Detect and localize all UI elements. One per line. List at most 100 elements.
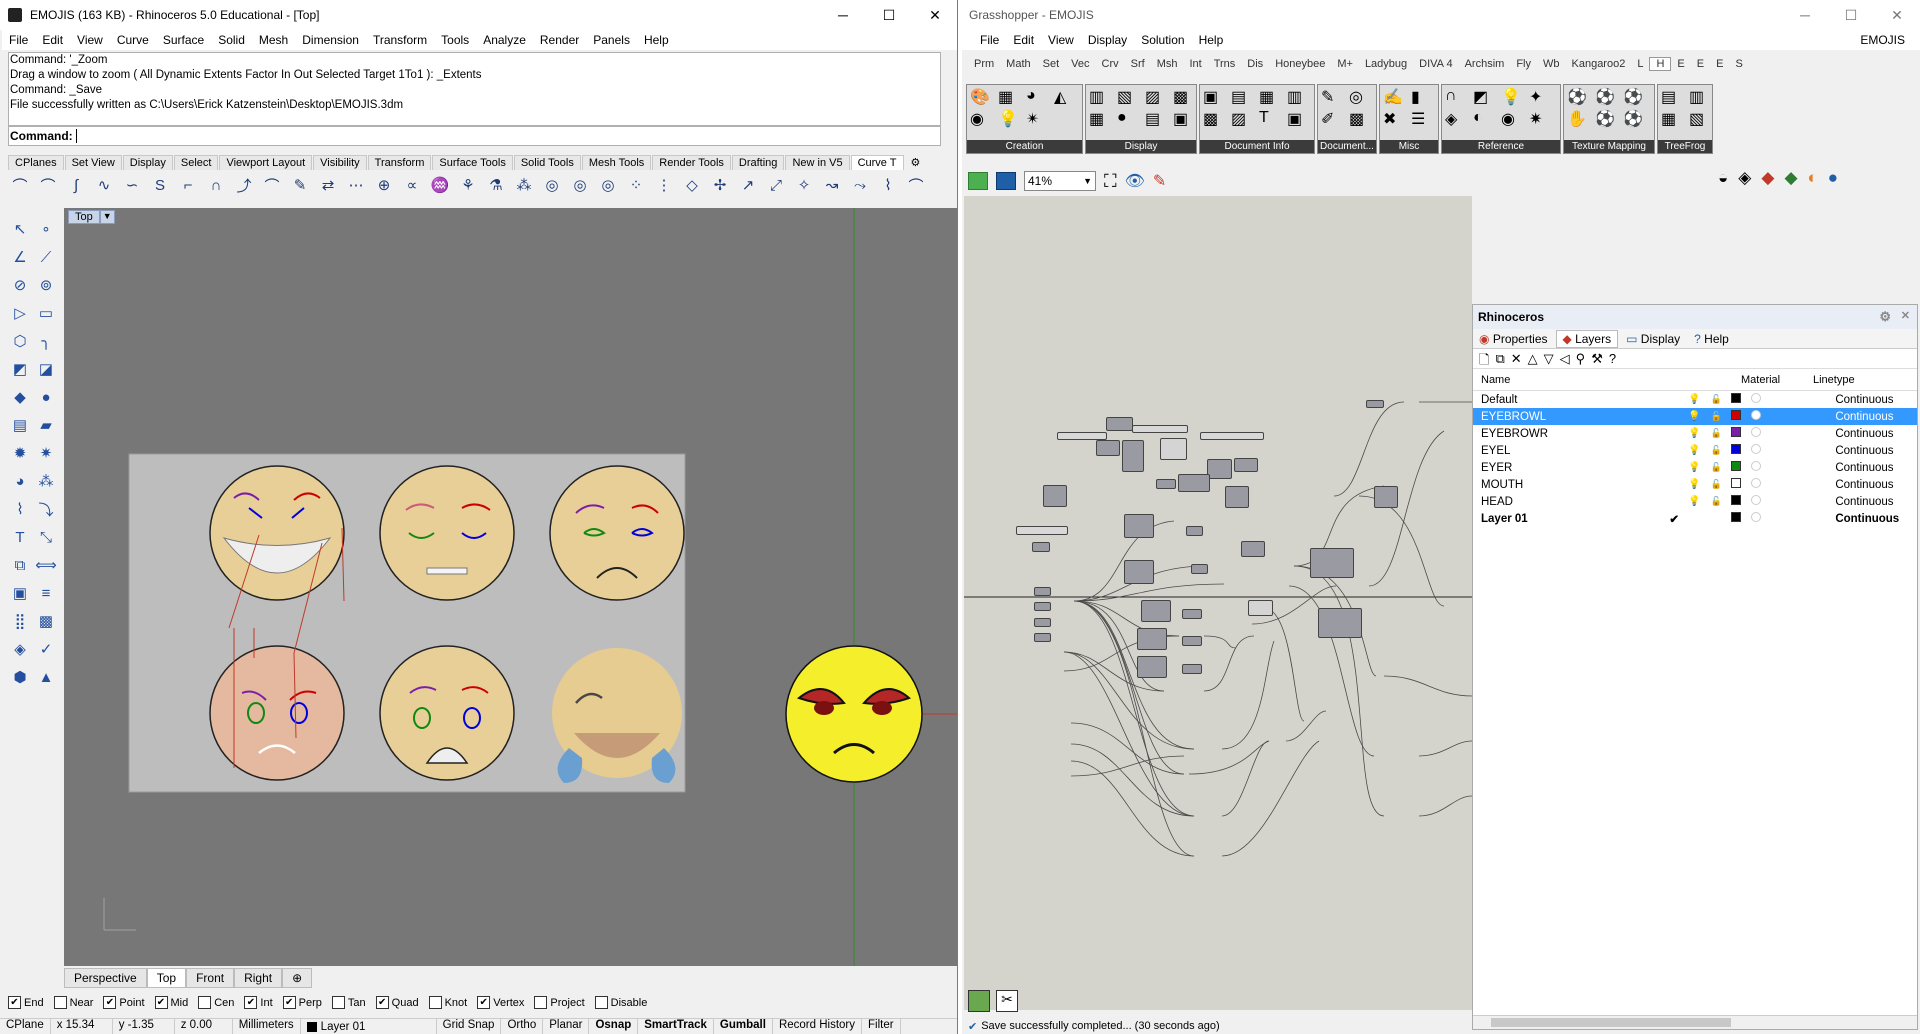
- new-sublayer-icon[interactable]: ⧉: [1495, 351, 1505, 366]
- curve-tool-icon[interactable]: ∩: [210, 176, 222, 194]
- component-icon[interactable]: ▥: [1287, 89, 1303, 106]
- layer-current-cell[interactable]: [1666, 425, 1685, 442]
- gh-tab-11[interactable]: M+: [1337, 58, 1353, 70]
- gh-component[interactable]: [1137, 656, 1167, 678]
- curve-tool-icon[interactable]: ∝: [406, 177, 418, 194]
- gh-panel[interactable]: [1160, 438, 1187, 460]
- zoom-extents-icon[interactable]: ⛶: [1104, 170, 1117, 191]
- hatch-icon[interactable]: ▩: [38, 613, 54, 630]
- component-icon[interactable]: ◭: [1054, 89, 1067, 106]
- gh-component[interactable]: [1178, 474, 1210, 492]
- gh-component[interactable]: [1106, 417, 1133, 431]
- circle-icon[interactable]: ⊘: [13, 277, 27, 294]
- curve-tool-icon[interactable]: ♒: [430, 177, 450, 194]
- component-icon[interactable]: ▩: [1203, 111, 1219, 128]
- lightbulb-icon[interactable]: [1685, 510, 1707, 527]
- component-icon[interactable]: ✖: [1383, 111, 1397, 128]
- component-icon[interactable]: ▮: [1411, 89, 1420, 106]
- osnap-checkbox[interactable]: [198, 996, 212, 1009]
- move-up-icon[interactable]: △: [1527, 351, 1538, 366]
- component-icon[interactable]: ▤: [1661, 89, 1677, 106]
- curve-tool-icon[interactable]: ⚗: [489, 177, 503, 194]
- gear-icon[interactable]: ⚙: [1879, 309, 1891, 324]
- menu-analyze[interactable]: Analyze: [483, 33, 526, 47]
- component-icon[interactable]: ▦: [1089, 111, 1105, 128]
- gh-component[interactable]: [1186, 526, 1203, 536]
- hexagon-icon[interactable]: ⬡: [13, 333, 27, 350]
- gh-number-slider[interactable]: [1016, 526, 1068, 535]
- color-swatch[interactable]: [1731, 461, 1742, 471]
- lightbulb-icon[interactable]: 💡: [1688, 411, 1701, 422]
- tab-transform[interactable]: Transform: [367, 155, 432, 170]
- component-icon[interactable]: ✋: [1567, 111, 1587, 128]
- layer-name[interactable]: EYEL: [1481, 444, 1511, 457]
- gh-tab-15[interactable]: Fly: [1516, 58, 1531, 70]
- component-icon[interactable]: 💡: [998, 111, 1018, 128]
- component-icon[interactable]: ▨: [1145, 89, 1161, 106]
- wireframe-icon[interactable]: ◈: [1738, 168, 1752, 187]
- lock-icon[interactable]: 🔓: [1710, 462, 1722, 472]
- gh-menu-view[interactable]: View: [1048, 33, 1074, 47]
- gh-tab-5[interactable]: Srf: [1130, 58, 1145, 70]
- gh-tab-23[interactable]: S: [1735, 58, 1743, 70]
- layer-linetype[interactable]: Continuous: [1835, 512, 1900, 525]
- move-left-icon[interactable]: ◁: [1559, 351, 1570, 366]
- scale-icon[interactable]: ⤡: [39, 528, 52, 546]
- point-icon[interactable]: ∘: [41, 221, 51, 238]
- layer-row[interactable]: Default💡🔓Continuous: [1473, 391, 1917, 408]
- maximize-button[interactable]: ☐: [882, 7, 896, 23]
- curve-tool-icon[interactable]: ∫: [73, 176, 79, 194]
- gh-component[interactable]: [1124, 514, 1154, 538]
- osnap-checkbox[interactable]: ✔: [375, 996, 389, 1009]
- osnap-quad[interactable]: ✔Quad: [375, 996, 419, 1009]
- curve-tool-icon[interactable]: ⤢: [769, 176, 782, 194]
- scrollbar-thumb[interactable]: [1491, 1018, 1731, 1027]
- gh-frog-icon[interactable]: ✂: [996, 990, 1018, 1012]
- menu-edit[interactable]: Edit: [42, 33, 64, 47]
- gh-component[interactable]: [1234, 458, 1258, 472]
- material-circle-icon[interactable]: [1750, 393, 1761, 403]
- tab-solid-tools[interactable]: Solid Tools: [513, 155, 581, 170]
- polygon-icon[interactable]: ▷: [14, 305, 26, 322]
- gh-tab-0[interactable]: Prm: [974, 58, 995, 70]
- component-icon[interactable]: ▩: [1349, 111, 1365, 128]
- curve-tool-icon[interactable]: ◇: [686, 177, 698, 194]
- close-button[interactable]: ✕: [929, 7, 941, 23]
- curve-tool-icon[interactable]: ⚘: [461, 177, 475, 194]
- status-cplane[interactable]: CPlane: [0, 1019, 51, 1034]
- osnap-checkbox[interactable]: ✔: [477, 996, 491, 1009]
- osnap-point[interactable]: ✔Point: [103, 996, 145, 1009]
- gh-component[interactable]: [1182, 609, 1202, 619]
- gh-close-button[interactable]: ✕: [1891, 7, 1903, 23]
- curve-tool-icon[interactable]: ⋮: [656, 177, 672, 194]
- lock-icon[interactable]: 🔓: [1710, 428, 1722, 438]
- tab-curve-tools[interactable]: Curve T: [850, 155, 904, 170]
- gh-maximize-button[interactable]: ☐: [1844, 7, 1858, 23]
- tab-surface-tools[interactable]: Surface Tools: [432, 155, 513, 170]
- layer-row[interactable]: EYEL💡🔓Continuous: [1473, 442, 1917, 459]
- material-circle-icon[interactable]: [1750, 444, 1761, 454]
- boolean-icon[interactable]: ✹: [13, 445, 27, 462]
- menu-render[interactable]: Render: [539, 33, 580, 47]
- curve-tool-icon[interactable]: ∿: [97, 177, 111, 194]
- check-icon[interactable]: ✓: [39, 641, 53, 658]
- gh-menu-file[interactable]: File: [980, 33, 1000, 47]
- tab-select[interactable]: Select: [173, 155, 219, 170]
- curve-tool-icon[interactable]: ∽: [125, 177, 139, 194]
- gh-component[interactable]: [1191, 564, 1208, 574]
- osnap-near[interactable]: Near: [53, 996, 93, 1009]
- layer-row[interactable]: EYER💡🔓Continuous: [1473, 459, 1917, 476]
- osnap-knot[interactable]: Knot: [428, 996, 467, 1009]
- layer-row[interactable]: HEAD💡🔓Continuous: [1473, 493, 1917, 510]
- text-icon[interactable]: T: [15, 528, 25, 546]
- new-layer-icon[interactable]: 🗋: [1479, 352, 1490, 367]
- column-linetype[interactable]: Linetype: [1813, 373, 1855, 386]
- curve-tool-icon[interactable]: ⋯: [348, 177, 364, 194]
- layer-linetype[interactable]: Continuous: [1835, 427, 1894, 440]
- gh-component[interactable]: [1318, 608, 1362, 638]
- tab-properties[interactable]: ◉ Properties: [1473, 331, 1554, 347]
- move-icon[interactable]: ⧉: [14, 556, 26, 574]
- color-swatch[interactable]: [1731, 444, 1742, 454]
- filter-icon[interactable]: ⚲: [1575, 351, 1586, 366]
- curve-tool-icon[interactable]: ◎: [601, 177, 615, 194]
